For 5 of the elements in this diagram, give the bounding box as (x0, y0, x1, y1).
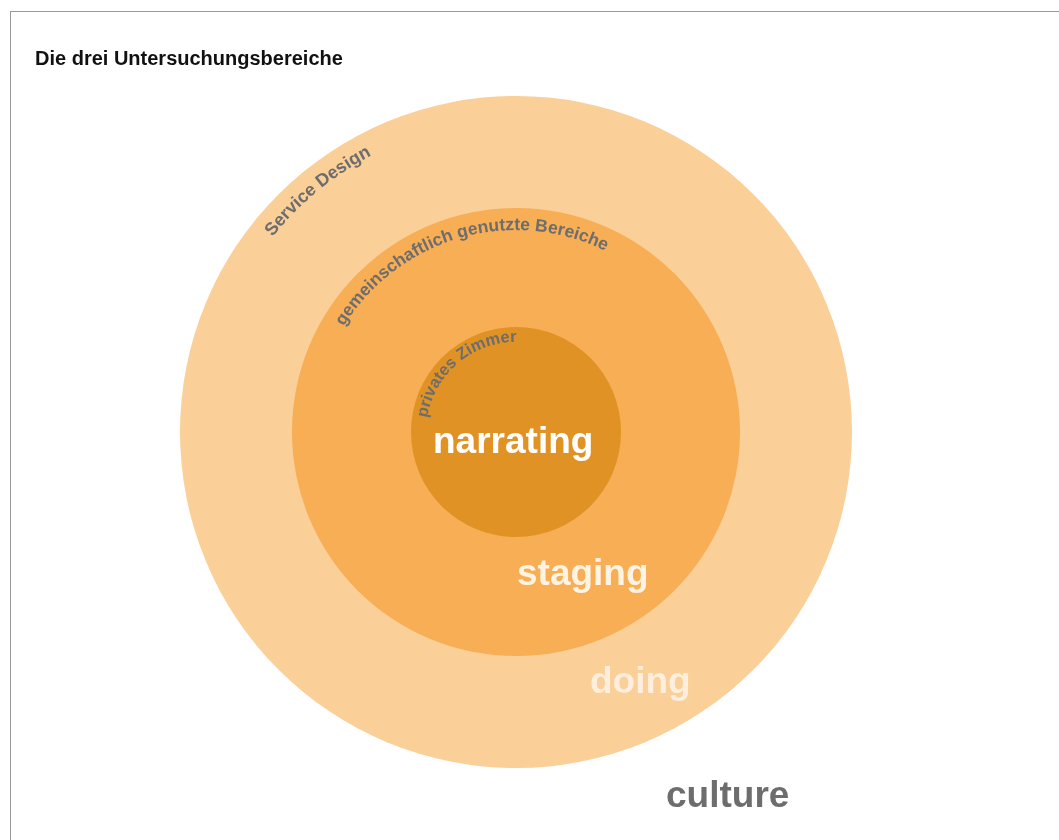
region-label: doing (590, 662, 691, 699)
context-label: culture (666, 776, 790, 813)
region-label: staging (517, 554, 649, 591)
region-label: narrating (433, 422, 594, 459)
diagram-title: Die drei Untersuchungsbereiche (35, 47, 343, 70)
